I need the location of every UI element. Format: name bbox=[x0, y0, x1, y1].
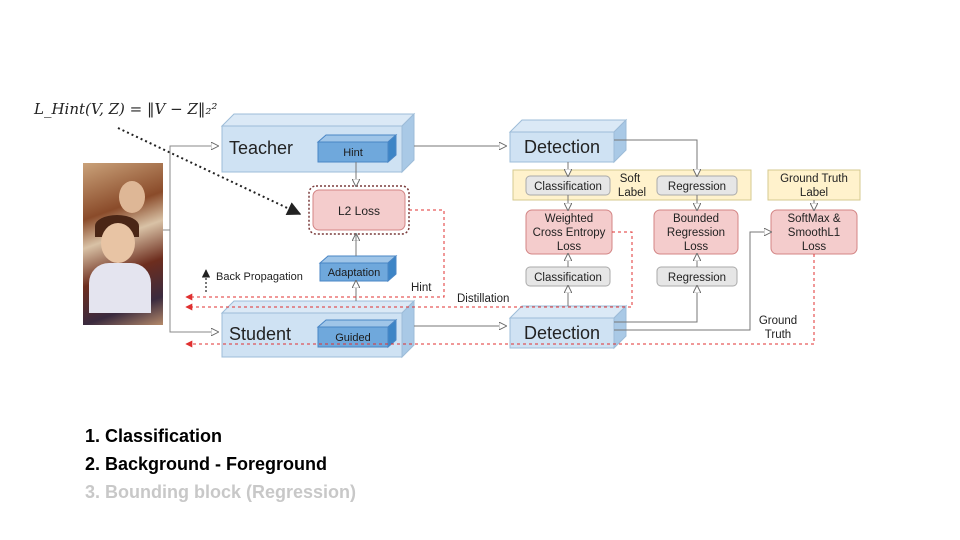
sml-line2: SmoothL1 bbox=[788, 227, 840, 239]
list-item-2: 2. Background - Foreground bbox=[85, 454, 328, 474]
sml-line3: Loss bbox=[802, 241, 827, 253]
l2-loss-label: L2 Loss bbox=[338, 204, 380, 218]
brl-line1: Bounded bbox=[673, 213, 719, 225]
l2-loss-node: L2 Loss bbox=[308, 185, 410, 235]
wce-loss-line3: Loss bbox=[557, 241, 582, 253]
detection-bottom-label: Detection bbox=[524, 323, 600, 343]
hint-edge-label: Hint bbox=[411, 282, 432, 294]
teacher-block: Teacher Hint bbox=[220, 112, 416, 174]
regression-bottom-label: Regression bbox=[668, 272, 726, 284]
wce-loss-line2: Cross Entropy bbox=[533, 227, 606, 239]
sml-line1: SoftMax & bbox=[787, 213, 840, 225]
guided-label: Guided bbox=[335, 332, 370, 344]
brl-line2: Regression bbox=[667, 227, 725, 239]
wce-loss-line1: Weighted bbox=[545, 213, 593, 225]
guided-box bbox=[317, 326, 389, 348]
ground-truth-label-line2: Label bbox=[800, 187, 828, 199]
bounded-regression-loss-node: Bounded Regression Loss bbox=[653, 209, 739, 255]
edge-detection-softmax bbox=[614, 232, 771, 331]
soft-label-band: Classification Soft Label Regression bbox=[512, 169, 752, 201]
soft-label-line1: Soft bbox=[620, 173, 641, 185]
ground-truth-label-box: Ground Truth Label bbox=[767, 169, 861, 201]
brl-line3: Loss bbox=[684, 241, 709, 253]
ground-truth-label-line1: Ground Truth bbox=[780, 173, 848, 185]
soft-label-line2: Label bbox=[618, 187, 646, 199]
list-item-1: 1. Classification bbox=[85, 426, 223, 446]
teacher-label: Teacher bbox=[229, 138, 293, 158]
ground-truth-line2: Truth bbox=[765, 329, 791, 341]
input-image bbox=[83, 163, 163, 325]
regression-top-label: Regression bbox=[668, 181, 726, 193]
detection-top-label: Detection bbox=[524, 137, 600, 157]
ground-truth-line1: Ground bbox=[759, 315, 797, 327]
classification-bottom-label: Classification bbox=[534, 272, 602, 284]
adaptation-block: Adaptation bbox=[318, 254, 398, 283]
list-item-3: 3. Bounding block (Regression) bbox=[85, 482, 357, 502]
backprop-lines bbox=[185, 209, 815, 348]
back-propagation-label: Back Propagation bbox=[216, 271, 303, 283]
hint-loss-formula: L_Hint(V, Z) = ‖V − Z‖₂² bbox=[34, 100, 218, 118]
edge-image-student bbox=[163, 229, 218, 332]
detection-top-block: Detection bbox=[508, 118, 628, 164]
student-block: Student Guided bbox=[220, 299, 416, 359]
weighted-ce-loss-node: Weighted Cross Entropy Loss bbox=[525, 209, 613, 255]
classification-top-label: Classification bbox=[534, 181, 602, 193]
adaptation-label: Adaptation bbox=[328, 267, 381, 279]
hint-label: Hint bbox=[343, 147, 363, 159]
hint-box bbox=[317, 141, 389, 163]
edge-image-teacher bbox=[163, 146, 218, 231]
softmax-smoothl1-loss-node: SoftMax & SmoothL1 Loss bbox=[770, 209, 858, 255]
formula-pointer bbox=[117, 127, 302, 215]
distillation-label: Distillation bbox=[457, 293, 509, 305]
detection-bottom-block: Detection bbox=[508, 304, 628, 350]
student-label: Student bbox=[229, 324, 291, 344]
